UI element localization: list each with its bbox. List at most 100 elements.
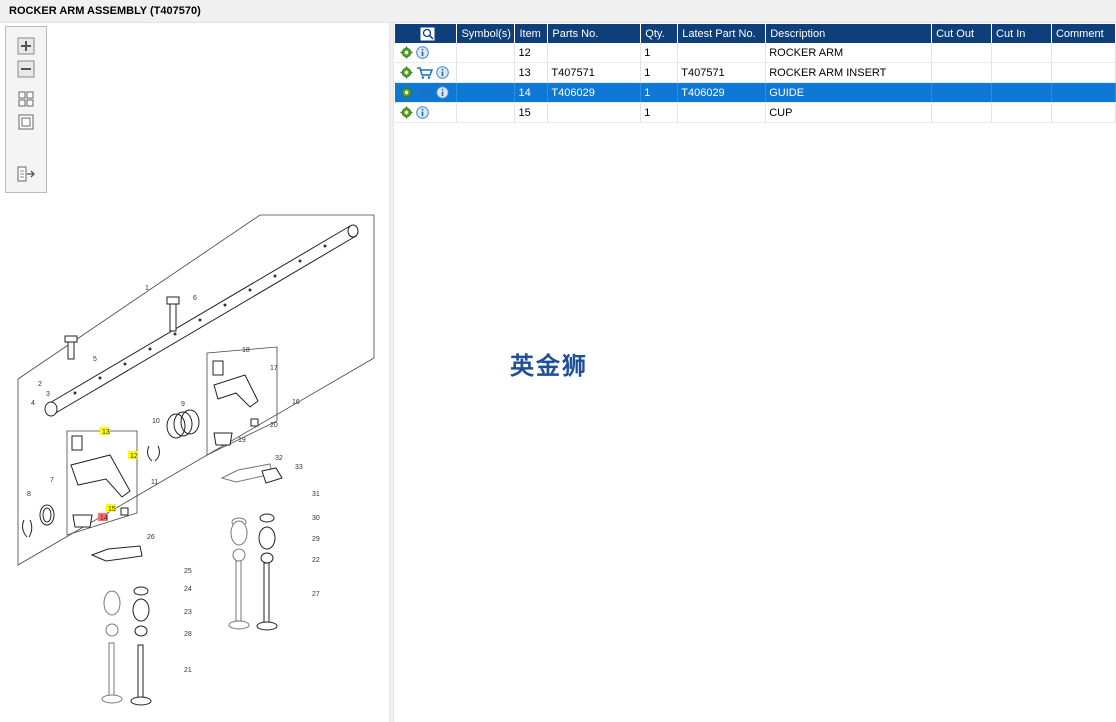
- info-icon[interactable]: [436, 86, 449, 99]
- cell-cut-in: [991, 62, 1052, 83]
- cell-latest-part-no: T406029: [677, 82, 767, 103]
- bolt-part: [64, 296, 180, 360]
- callout-label[interactable]: 32: [275, 455, 283, 462]
- shopping-cart-icon[interactable]: [416, 66, 433, 79]
- gear-icon[interactable]: [400, 86, 413, 99]
- callout-label[interactable]: 25: [184, 568, 192, 575]
- callout-label[interactable]: 31: [312, 491, 320, 498]
- info-icon[interactable]: [416, 46, 429, 59]
- callout-label[interactable]: 19: [238, 437, 246, 444]
- cell-comment: [1051, 82, 1116, 103]
- pane-splitter[interactable]: [389, 23, 394, 722]
- column-header-item[interactable]: Item: [514, 24, 549, 43]
- cell-comment: [1051, 62, 1116, 83]
- gear-icon[interactable]: [400, 46, 413, 59]
- cell-cut-in: [991, 82, 1052, 103]
- cell-item: 12: [514, 43, 549, 63]
- callout-label[interactable]: 16: [292, 399, 300, 406]
- cell-symbols: [456, 82, 516, 103]
- callout-label[interactable]: 22: [312, 557, 320, 564]
- rocker-arm-left: [70, 435, 131, 528]
- table-header-row: Symbol(s) Item Parts No. Qty. Latest Par…: [395, 24, 1116, 43]
- cell-description: GUIDE: [765, 82, 933, 103]
- callout-label[interactable]: 33: [295, 464, 303, 471]
- zoom-out-icon: [17, 60, 35, 78]
- callout-label[interactable]: 3: [46, 391, 50, 398]
- column-header-comment[interactable]: Comment: [1051, 24, 1116, 43]
- info-icon[interactable]: [416, 106, 429, 119]
- zoom-in-button[interactable]: [16, 36, 36, 56]
- callout-label[interactable]: 21: [184, 667, 192, 674]
- actual-size-icon: [18, 114, 34, 130]
- exploded-parts-diagram: 1234567891011121314151617181920212223242…: [17, 214, 375, 706]
- cell-comment: [1051, 102, 1116, 123]
- zoom-out-button[interactable]: [16, 59, 36, 79]
- column-header-parts-no[interactable]: Parts No.: [547, 24, 642, 43]
- cell-description: ROCKER ARM: [765, 43, 933, 63]
- callout-label[interactable]: 17: [270, 365, 278, 372]
- callout-label[interactable]: 26: [147, 534, 155, 541]
- callout-label[interactable]: 29: [312, 536, 320, 543]
- callout-label[interactable]: 30: [312, 515, 320, 522]
- callout-label[interactable]: 23: [184, 609, 192, 616]
- column-header-latest-part-no[interactable]: Latest Part No.: [677, 24, 767, 43]
- cell-qty: 1: [640, 62, 679, 83]
- callout-label[interactable]: 4: [31, 400, 35, 407]
- column-header-qty[interactable]: Qty.: [640, 24, 679, 43]
- cell-parts-no: [547, 102, 642, 123]
- column-header-cut-in[interactable]: Cut In: [991, 24, 1052, 43]
- shopping-cart-icon[interactable]: [416, 86, 433, 99]
- cell-latest-part-no: [677, 102, 767, 123]
- cell-actions: [395, 62, 458, 83]
- callout-label[interactable]: 9: [181, 401, 185, 408]
- fit-all-button[interactable]: [16, 89, 36, 109]
- callout-label[interactable]: 8: [27, 491, 31, 498]
- callout-label[interactable]: 15: [108, 506, 116, 513]
- table-row[interactable]: 12 1 ROCKER ARM: [395, 43, 1116, 63]
- window-titlebar: ROCKER ARM ASSEMBLY (T407570): [0, 0, 1116, 23]
- callout-label[interactable]: 13: [102, 429, 110, 436]
- page-title: ROCKER ARM ASSEMBLY (T407570): [9, 5, 201, 17]
- export-button[interactable]: [16, 164, 36, 184]
- callout-label[interactable]: 5: [93, 356, 97, 363]
- column-header-cut-out[interactable]: Cut Out: [931, 24, 993, 43]
- info-icon[interactable]: [436, 66, 449, 79]
- callout-label[interactable]: 20: [270, 422, 278, 429]
- callout-label[interactable]: 18: [242, 347, 250, 354]
- callout-label[interactable]: 10: [152, 418, 160, 425]
- callout-label[interactable]: 11: [151, 479, 158, 486]
- cell-qty: 1: [640, 43, 679, 63]
- cell-symbols: [456, 102, 516, 123]
- callout-label[interactable]: 6: [193, 295, 197, 302]
- column-header-description[interactable]: Description: [765, 24, 933, 43]
- column-header-symbols[interactable]: Symbol(s): [456, 24, 516, 43]
- callout-label[interactable]: 1: [145, 285, 149, 292]
- cell-parts-no: [547, 43, 642, 63]
- rocker-group-frame-left: [66, 430, 138, 536]
- cell-cut-in: [991, 43, 1052, 63]
- callout-label[interactable]: 2: [38, 381, 42, 388]
- callout-label[interactable]: 24: [184, 586, 192, 593]
- column-header-icons[interactable]: [395, 24, 458, 43]
- callout-label[interactable]: 12: [130, 453, 138, 460]
- cell-actions: [395, 43, 458, 63]
- gear-icon[interactable]: [400, 106, 413, 119]
- cell-symbols: [456, 43, 516, 63]
- callout-label[interactable]: 27: [312, 591, 320, 598]
- cell-parts-no: T407571: [547, 62, 642, 83]
- cell-item: 15: [514, 102, 549, 123]
- callout-label[interactable]: 28: [184, 631, 192, 638]
- cell-cut-out: [931, 62, 993, 83]
- cell-item: 14: [514, 82, 549, 103]
- actual-size-button[interactable]: [16, 112, 36, 132]
- callout-label[interactable]: 7: [50, 477, 54, 484]
- watermark-text: 英金狮: [510, 352, 588, 380]
- callout-label[interactable]: 14: [100, 515, 108, 522]
- rocker-arm-right: [212, 360, 259, 446]
- gear-icon[interactable]: [400, 66, 413, 79]
- cell-cut-out: [931, 102, 993, 123]
- cell-latest-part-no: [677, 43, 767, 63]
